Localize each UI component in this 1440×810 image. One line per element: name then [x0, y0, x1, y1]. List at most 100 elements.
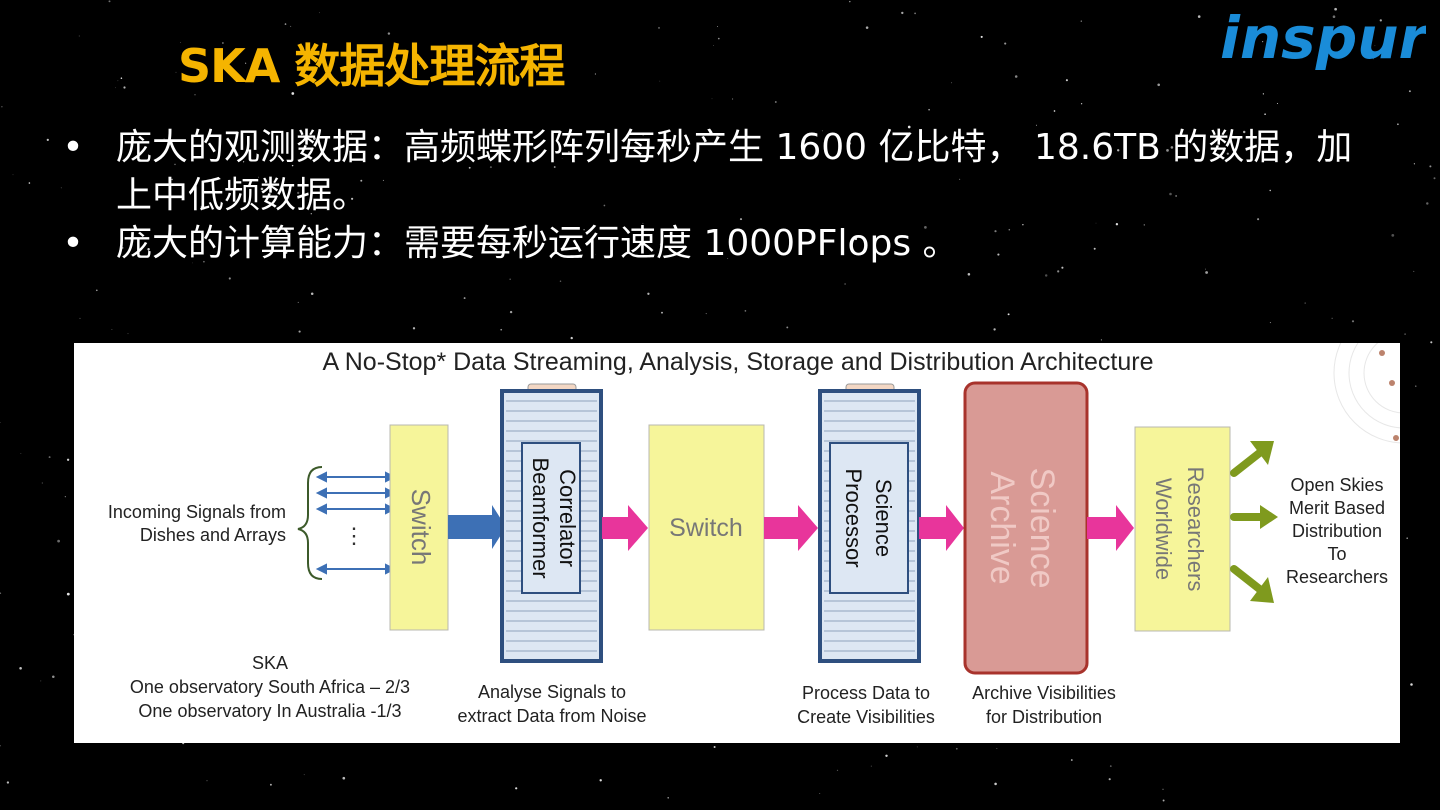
- archive-caption-line2: for Distribution: [986, 707, 1102, 727]
- star: [73, 634, 75, 636]
- bullet-text: 庞大的观测数据：高频蝶形阵列每秒产生 1600 亿比特， 18.6TB 的数据，…: [116, 127, 1353, 216]
- star: [509, 278, 511, 280]
- star: [924, 226, 927, 229]
- star: [228, 277, 231, 280]
- star: [994, 230, 997, 233]
- star: [1308, 43, 1310, 46]
- star: [1379, 19, 1382, 22]
- star: [1022, 224, 1024, 226]
- star: [603, 204, 606, 207]
- star: [6, 781, 10, 784]
- star: [1410, 683, 1413, 686]
- star: [310, 213, 312, 215]
- pink-arrow-icon: [764, 505, 818, 551]
- star: [123, 86, 126, 89]
- star: [642, 133, 645, 136]
- star: [117, 80, 119, 82]
- star: [514, 63, 516, 65]
- star: [258, 176, 259, 178]
- bullet-text: 庞大的计算能力：需要每秒运行速度 1000PFlops 。: [116, 223, 959, 264]
- star: [1262, 41, 1264, 43]
- star: [1166, 149, 1169, 152]
- star: [297, 191, 300, 195]
- star: [180, 42, 181, 43]
- star: [0, 592, 2, 595]
- star: [914, 12, 917, 15]
- process-caption-line1: Process Data to: [802, 683, 930, 703]
- diagram-title: A No-Stop* Data Streaming, Analysis, Sto…: [323, 348, 1154, 376]
- star: [1014, 75, 1018, 78]
- star: [717, 37, 720, 40]
- star: [1143, 156, 1146, 159]
- star: [667, 797, 669, 799]
- star: [1413, 163, 1415, 165]
- star: [468, 166, 471, 169]
- star: [40, 680, 42, 682]
- star: [489, 166, 492, 169]
- star: [1108, 778, 1111, 781]
- star: [291, 92, 295, 95]
- star: [163, 138, 165, 140]
- correlator-label-line1: Correlator: [555, 469, 580, 567]
- star: [303, 774, 305, 776]
- star: [1331, 317, 1333, 319]
- star: [342, 776, 346, 780]
- archive-label-line1: Science: [1023, 468, 1061, 589]
- star: [1269, 189, 1271, 192]
- star: [1053, 110, 1056, 112]
- star: [284, 195, 286, 197]
- star: [997, 253, 1000, 256]
- ska-note-line2: One observatory South Africa – 2/3: [130, 677, 410, 697]
- star: [463, 297, 466, 300]
- globe-decoration-icon: [1333, 343, 1400, 444]
- star: [774, 101, 777, 103]
- star: [973, 162, 975, 164]
- star: [1175, 195, 1177, 197]
- star: [1057, 270, 1060, 273]
- star: [174, 163, 176, 166]
- star: [567, 150, 570, 153]
- star: [60, 187, 62, 189]
- star: [0, 745, 1, 747]
- star: [1115, 223, 1119, 226]
- ska-note-line3: One observatory In Australia -1/3: [138, 701, 401, 721]
- star: [1332, 15, 1336, 18]
- switch-2-label: Switch: [669, 514, 743, 542]
- star: [1061, 266, 1064, 269]
- star: [1276, 102, 1279, 105]
- star: [501, 255, 503, 257]
- star: [222, 42, 224, 44]
- star: [313, 137, 316, 140]
- star: [456, 234, 458, 236]
- star: [243, 161, 245, 163]
- star: [290, 25, 292, 27]
- star: [1369, 30, 1371, 32]
- star: [1008, 228, 1011, 231]
- star: [147, 248, 150, 251]
- star: [844, 283, 846, 285]
- star: [1269, 322, 1271, 324]
- star: [127, 333, 129, 335]
- bullet-item: • 庞大的观测数据：高频蝶形阵列每秒产生 1600 亿比特， 18.6TB 的数…: [58, 124, 1378, 220]
- star: [360, 179, 363, 182]
- star: [12, 174, 14, 176]
- star: [1250, 34, 1254, 38]
- star: [1242, 130, 1246, 134]
- star: [659, 243, 662, 246]
- pink-arrow-icon: [919, 505, 964, 551]
- star: [1426, 202, 1429, 205]
- star: [1169, 192, 1172, 196]
- star: [1070, 759, 1073, 761]
- star: [318, 12, 320, 14]
- star: [120, 77, 123, 79]
- bullet-item: • 庞大的计算能力：需要每秒运行速度 1000PFlops 。: [58, 220, 1378, 268]
- star: [1100, 339, 1102, 341]
- star: [515, 787, 518, 790]
- bullet-dot-icon: •: [62, 223, 84, 264]
- distribution-label-line4: To: [1327, 544, 1346, 564]
- star: [79, 317, 81, 319]
- star: [642, 222, 644, 224]
- slide-title: SKA 数据处理流程: [178, 39, 565, 93]
- star: [786, 326, 789, 329]
- star: [509, 310, 513, 314]
